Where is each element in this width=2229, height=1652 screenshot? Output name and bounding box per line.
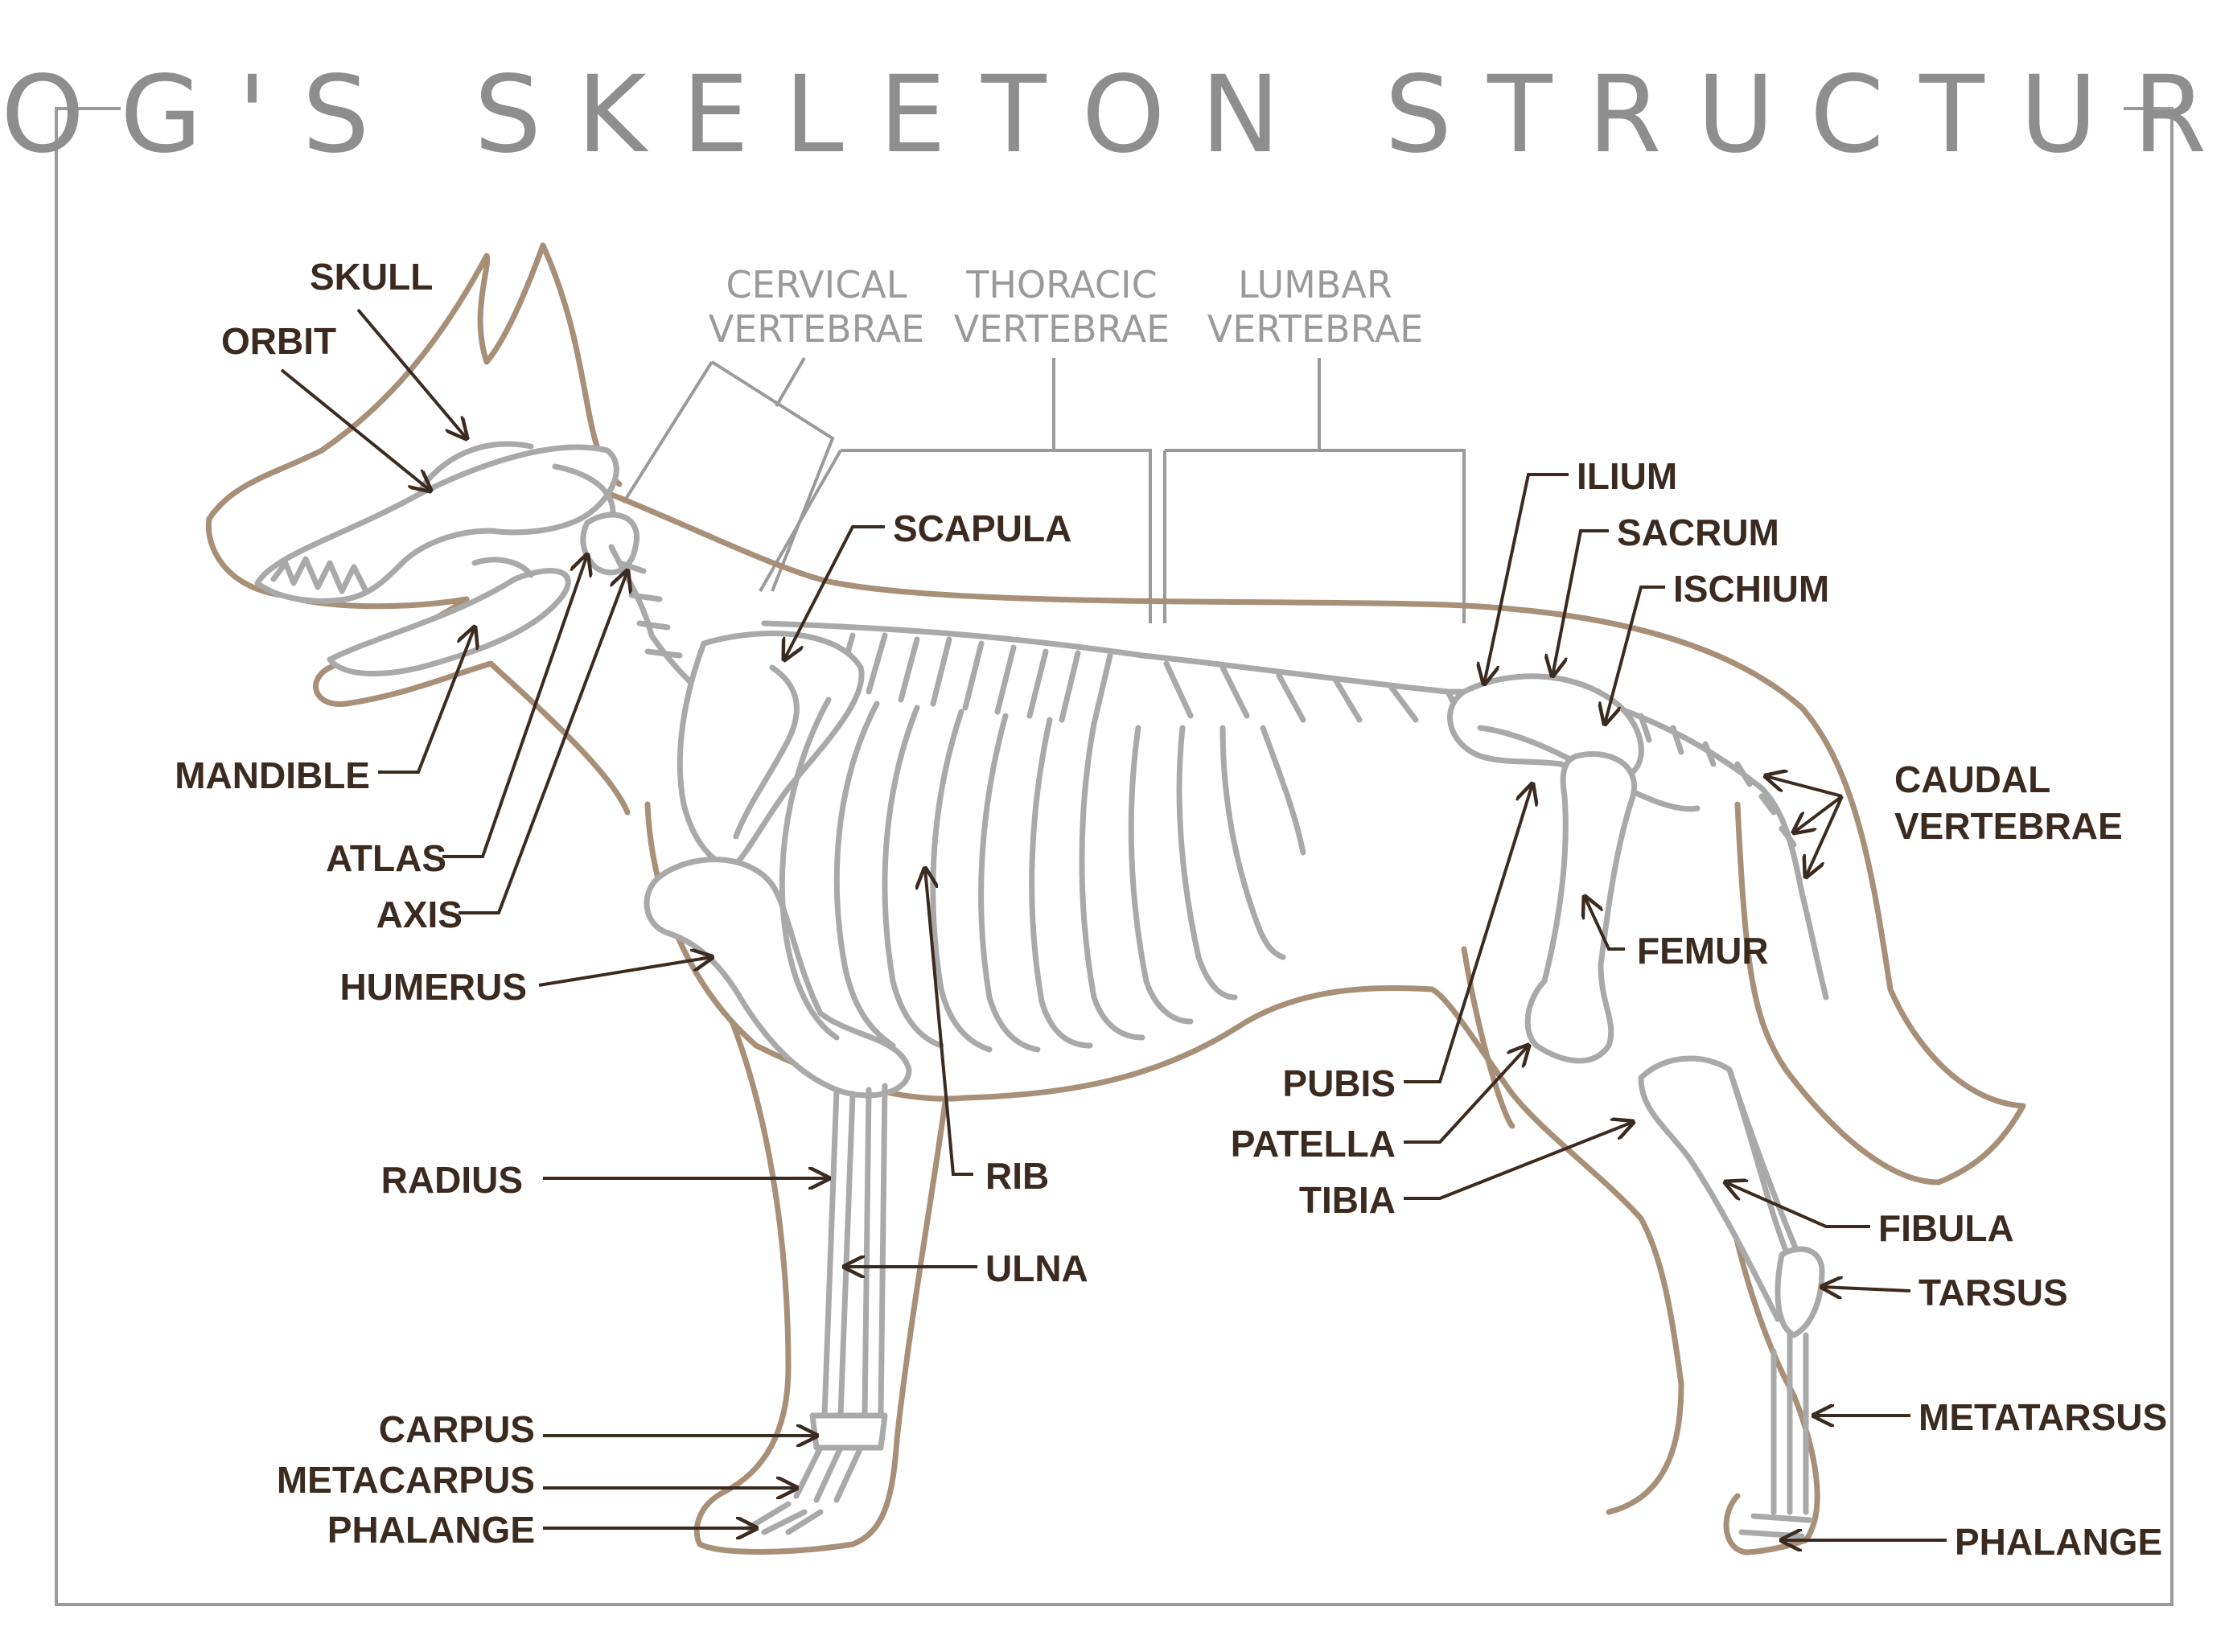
label-fibula: FIBULA [1878,1207,2014,1249]
back-outline [608,491,2026,1186]
label-ulna: ULNA [985,1247,1088,1289]
cervical-label-2: VERTEBRAE [709,307,925,351]
label-pubis: PUBIS [1282,1062,1396,1104]
body-outline [205,242,2026,1555]
leader-lines [280,308,1947,1540]
cervical-label-1: CERVICAL [726,263,907,306]
cervical-bones [608,544,703,695]
chest-outline [644,801,1684,1515]
thoracic-label-1: THORACIC [965,263,1157,306]
label-radius: RADIUS [381,1159,523,1201]
skull-bones [254,441,640,676]
label-tibia: TIBIA [1299,1179,1396,1221]
label-atlas: ATLAS [326,837,446,879]
label-ilium: ILIUM [1577,455,1677,497]
page-title: DOG'S SKELETON STRUCTURE [0,53,2229,177]
head-neck-back-outline [205,242,631,816]
thoracic-label-2: VERTEBRAE [954,307,1170,351]
frame [55,107,2173,1606]
lumbar-label-2: VERTEBRAE [1207,307,1424,351]
label-humerus: HUMERUS [339,966,527,1008]
label-orbit: ORBIT [221,320,336,362]
label-skull: SKULL [310,256,433,298]
label-tarsus: TARSUS [1919,1272,2068,1313]
label-metacarpus: METACARPUS [277,1459,535,1501]
label-sacrum: SACRUM [1617,512,1779,553]
label-scapula: SCAPULA [893,508,1071,549]
label-patella: PATELLA [1231,1123,1396,1165]
label-caudal-2: VERTEBRAE [1894,805,2123,847]
vertebrae-group-labels: CERVICAL VERTEBRAE THORACIC VERTEBRAE LU… [709,263,1424,351]
hindlimb-bones [1447,673,1825,1539]
label-axis: AXIS [376,894,463,935]
label-ischium: ISCHIUM [1673,568,1829,610]
rib-bones [779,697,1306,1053]
label-phalange-hind: PHALANGE [1955,1521,2162,1563]
lumbar-label-1: LUMBAR [1238,263,1392,306]
vertebrae-brackets [622,356,1466,623]
label-caudal-1: CAUDAL [1894,758,2050,800]
front-leg-outline [693,1018,948,1555]
label-rib: RIB [985,1155,1049,1197]
forelimb-upper-bones [644,631,912,1099]
label-carpus: CARPUS [379,1408,535,1450]
label-phalange-front: PHALANGE [327,1509,535,1551]
bone-labels: SKULL ORBIT MANDIBLE ATLAS AXIS HUMERUS … [175,256,2167,1563]
label-metatarsus: METATARSUS [1919,1396,2167,1438]
label-femur: FEMUR [1637,930,1769,972]
label-mandible: MANDIBLE [175,754,370,796]
